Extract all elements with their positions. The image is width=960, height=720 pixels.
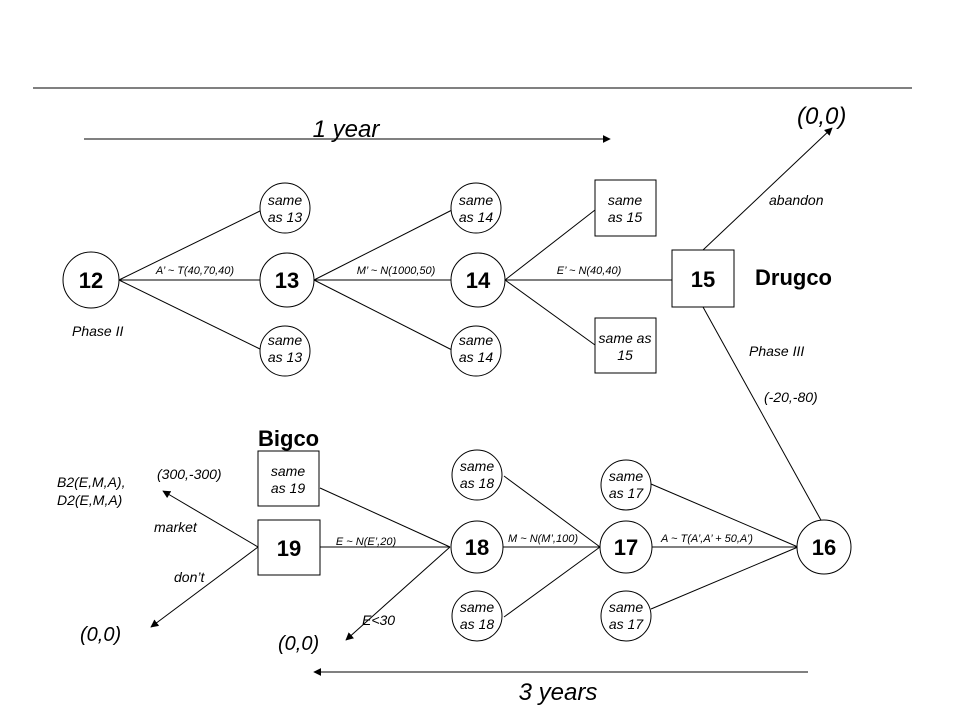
svg-text:as 14: as 14 xyxy=(459,349,493,365)
same-as-14-top: same as 14 xyxy=(450,182,502,234)
svg-text:same: same xyxy=(460,599,494,615)
svg-text:same: same xyxy=(609,468,643,484)
same-as-13-top: same as 13 xyxy=(259,182,311,234)
node-17-label: 17 xyxy=(614,535,638,560)
dont-label: don’t xyxy=(174,569,205,585)
node-16-label: 16 xyxy=(812,535,836,560)
edge-label-14-15: E’ ~ N(40,40) xyxy=(557,265,622,277)
svg-text:same as: same as xyxy=(599,330,652,346)
chance-node-17: 17 xyxy=(599,520,653,574)
svg-text:same: same xyxy=(268,332,302,348)
svg-text:same: same xyxy=(609,599,643,615)
bigco-label: Bigco xyxy=(258,426,319,451)
svg-text:same: same xyxy=(271,463,305,479)
edge-label-16-17: A ~ T(A’,A’ + 50,A’) xyxy=(660,533,753,545)
svg-text:as 14: as 14 xyxy=(459,209,493,225)
same-as-15-bottom: same as 15 xyxy=(594,317,657,374)
svg-text:same: same xyxy=(608,192,642,208)
svg-text:as 13: as 13 xyxy=(268,349,302,365)
same-as-17-bottom: same as 17 xyxy=(600,590,652,642)
svg-text:as 17: as 17 xyxy=(609,485,644,501)
market-label: market xyxy=(154,519,198,535)
decision-node-15: 15 xyxy=(671,249,735,308)
node-12-label: 12 xyxy=(79,268,103,293)
node-18-label: 18 xyxy=(465,535,489,560)
svg-text:as 13: as 13 xyxy=(268,209,302,225)
edge-label-12-13: A’ ~ T(40,70,40) xyxy=(155,265,235,277)
bigco-function-d2: D2(E,M,A) xyxy=(57,492,122,508)
payoff-market: (300,-300) xyxy=(157,466,222,482)
chance-node-12: 12 xyxy=(62,251,120,309)
tree-edges xyxy=(118,127,833,641)
node-15-label: 15 xyxy=(691,267,715,292)
drugco-label: Drugco xyxy=(755,265,832,290)
one-year-label: 1 year xyxy=(313,116,381,143)
same-as-14-bottom: same as 14 xyxy=(450,325,502,377)
decision-node-19: 19 xyxy=(257,519,321,576)
bigco-function-b2: B2(E,M,A), xyxy=(57,474,125,490)
svg-text:as 17: as 17 xyxy=(609,616,644,632)
svg-text:same: same xyxy=(459,192,493,208)
chance-node-18: 18 xyxy=(450,520,504,574)
abandon-label: abandon xyxy=(769,192,824,208)
svg-text:same: same xyxy=(268,192,302,208)
svg-text:same: same xyxy=(459,332,493,348)
node-14-label: 14 xyxy=(466,268,491,293)
edge-label-13-14: M’ ~ N(1000,50) xyxy=(357,265,436,277)
e-below-30-label: E<30 xyxy=(362,612,395,628)
svg-text:as 15: as 15 xyxy=(608,209,642,225)
same-as-18-top: same as 18 xyxy=(451,449,503,501)
svg-text:as 18: as 18 xyxy=(460,616,494,632)
payoff-dont: (0,0) xyxy=(80,624,121,646)
payoff-phase-iii: (-20,-80) xyxy=(764,389,818,405)
same-as-13-bottom: same as 13 xyxy=(259,325,311,377)
same-as-15-top: same as 15 xyxy=(594,179,657,237)
edge-label-18-19: E ~ N(E’,20) xyxy=(336,536,397,548)
svg-text:as 19: as 19 xyxy=(271,480,305,496)
three-years-label: 3 years xyxy=(519,679,598,706)
chance-node-14: 14 xyxy=(450,252,506,308)
svg-text:15: 15 xyxy=(617,347,633,363)
svg-text:same: same xyxy=(460,458,494,474)
svg-text:as 18: as 18 xyxy=(460,475,494,491)
phase-ii-label: Phase II xyxy=(72,323,123,339)
payoff-abandon: (0,0) xyxy=(797,103,846,130)
chance-node-16: 16 xyxy=(796,519,852,575)
same-as-19-top: same as 19 xyxy=(257,450,320,507)
phase-iii-label: Phase III xyxy=(749,343,804,359)
same-as-18-bottom: same as 18 xyxy=(451,590,503,642)
payoff-e-below-30: (0,0) xyxy=(278,633,319,655)
chance-node-13: 13 xyxy=(259,252,315,308)
same-as-17-top: same as 17 xyxy=(600,459,652,511)
node-19-label: 19 xyxy=(277,536,301,561)
node-13-label: 13 xyxy=(275,268,299,293)
edge-label-17-18: M ~ N(M’,100) xyxy=(508,533,578,545)
